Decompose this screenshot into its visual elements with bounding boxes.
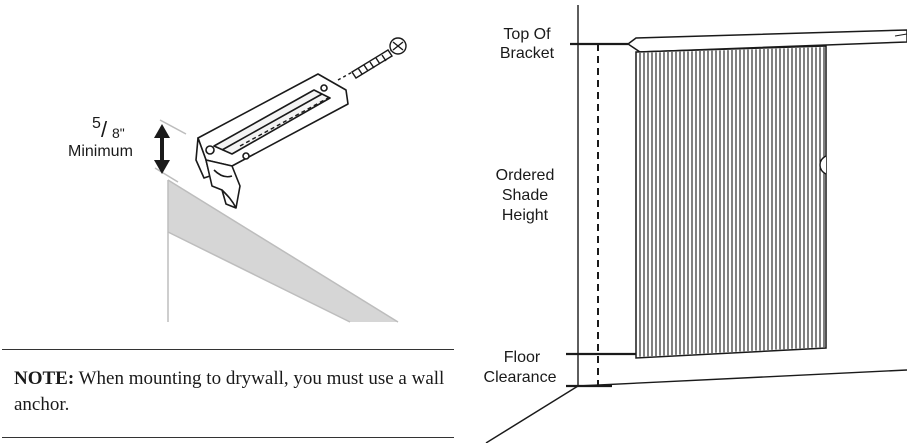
- screw-icon: [337, 37, 407, 81]
- double-arrow-icon: [154, 124, 170, 174]
- mounting-bracket-icon: [195, 73, 349, 209]
- top-label-line1: Top Of: [503, 26, 551, 43]
- fraction-slash: /: [101, 117, 108, 142]
- window-frame-detail: [154, 119, 399, 323]
- note-label: NOTE:: [14, 368, 75, 389]
- minimum-label: 5 / 8" Minimum: [68, 115, 133, 160]
- height-label-line1: Ordered: [496, 167, 555, 184]
- minimum-text: Minimum: [68, 143, 133, 160]
- pleated-shade-icon: [626, 29, 907, 359]
- floor-label-line2: Clearance: [484, 369, 557, 386]
- note-bottom-rule: [2, 437, 454, 438]
- floor-label-line1: Floor: [504, 349, 541, 366]
- wall-and-floor: [485, 5, 907, 443]
- height-label-line3: Height: [502, 207, 549, 224]
- note-box: NOTE: When mounting to drywall, you must…: [14, 366, 454, 418]
- fraction-numerator: 5: [92, 115, 101, 132]
- top-label-line2: Bracket: [500, 45, 555, 62]
- fraction-denominator: 8": [112, 125, 125, 141]
- note-text: When mounting to drywall, you must use a…: [14, 368, 445, 415]
- note-top-rule: [2, 349, 454, 350]
- measurement-labels: Top Of Bracket Ordered Shade Height Floo…: [484, 26, 557, 386]
- height-label-line2: Shade: [502, 187, 548, 204]
- measurement-lines: [566, 42, 636, 388]
